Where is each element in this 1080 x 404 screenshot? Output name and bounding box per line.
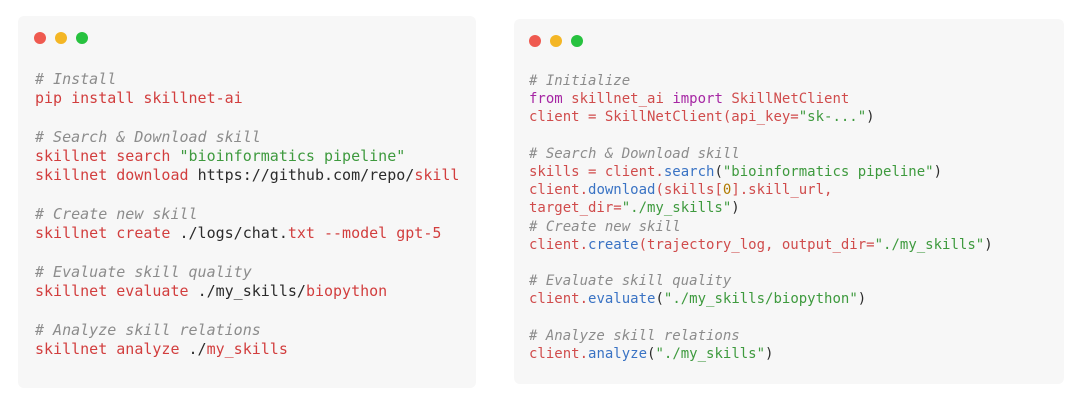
code-token: ( <box>655 291 664 308</box>
code-line: from skillnet_ai import SkillNetClient <box>529 90 993 108</box>
code-token: (trajectory_log, output_dir= <box>638 236 875 253</box>
code-token: skillnet evaluate <box>35 282 198 301</box>
code-token: ) <box>866 109 875 126</box>
code-token: from <box>529 91 572 108</box>
code-line: skillnet create ./logs/chat.txt --model … <box>35 224 459 243</box>
minimize-dot-icon[interactable] <box>55 32 67 44</box>
code-line: skills = client.search("bioinformatics p… <box>529 163 993 181</box>
close-dot-icon[interactable] <box>34 32 46 44</box>
code-token: ) <box>857 291 867 308</box>
code-token: ].skill_url, <box>731 182 833 199</box>
code-token: skills = client. <box>529 164 664 180</box>
code-token: pip install skillnet-ai <box>35 89 243 108</box>
window-controls <box>34 32 88 44</box>
code-line: skillnet search "bioinformatics pipeline… <box>35 147 459 166</box>
code-comment: # Create new skill <box>35 205 198 224</box>
code-line: client.evaluate("./my_skills/biopython") <box>529 290 993 308</box>
code-token: my_skills <box>206 340 288 359</box>
code-token: skillnet analyze <box>35 340 189 359</box>
code-token: "sk-..." <box>798 109 867 126</box>
code-comment: # Search & Download skill <box>35 127 261 146</box>
code-token: 0 <box>722 182 732 199</box>
code-token: biopython <box>305 282 388 301</box>
code-token: txt <box>287 224 315 243</box>
code-token: target_dir= <box>529 200 622 217</box>
code-token: "./my_skills" <box>655 346 766 362</box>
code-token: skillnet_ai <box>571 91 673 108</box>
code-token: SkillNetClient <box>731 91 850 108</box>
code-token: "./my_skills" <box>621 200 732 217</box>
code-token: ) <box>731 200 740 217</box>
code-token: "./my_skills/biopython" <box>663 291 858 308</box>
code-token: ( <box>714 164 723 180</box>
blank-line <box>529 309 993 327</box>
code-token: download <box>588 182 656 199</box>
code-token: ) <box>765 346 774 362</box>
code-token: skillnet download <box>35 166 198 185</box>
maximize-dot-icon[interactable] <box>76 32 88 44</box>
code-token: api_key= <box>731 109 799 126</box>
blank-line <box>529 254 993 272</box>
code-line: skillnet download https://github.com/rep… <box>35 166 459 185</box>
code-token: ./ <box>188 340 207 359</box>
code-token: client. <box>529 291 589 308</box>
code-token: ( <box>647 346 656 362</box>
code-token: skill <box>414 166 460 185</box>
code-token: search <box>663 164 715 180</box>
code-comment: # Search & Download skill <box>529 145 740 162</box>
code-token: ) <box>933 164 943 180</box>
code-line: client = SkillNetClient(api_key="sk-..."… <box>529 108 993 126</box>
blank-line <box>35 109 459 128</box>
code-token: "bioinformatics pipeline" <box>179 147 406 166</box>
code-token: (skills[ <box>655 182 723 199</box>
close-dot-icon[interactable] <box>529 35 541 47</box>
code-token: client. <box>529 346 589 362</box>
code-token: "./my_skills" <box>874 236 985 253</box>
code-token: analyze <box>588 346 648 362</box>
code-comment: # Initialize <box>529 73 631 89</box>
code-comment: # Evaluate skill quality <box>529 273 732 290</box>
code-line: client.download(skills[0].skill_url, <box>529 181 993 199</box>
code-token: skillnet create <box>35 224 180 243</box>
code-token: evaluate <box>588 291 656 308</box>
code-token: ) <box>984 236 993 253</box>
code-token: ./my_skills/ <box>197 282 306 301</box>
code-line: skillnet analyze ./my_skills <box>35 340 459 359</box>
code-comment: # Install <box>35 70 117 88</box>
code-comment: # Analyze skill relations <box>35 320 261 339</box>
blank-line <box>529 127 993 145</box>
code-token: gpt-5 <box>396 224 442 243</box>
code-line: target_dir="./my_skills") <box>529 199 993 217</box>
code-comment: # Analyze skill relations <box>529 327 740 344</box>
minimize-dot-icon[interactable] <box>550 35 562 47</box>
code-token: client. <box>529 236 589 253</box>
blank-line <box>35 244 459 263</box>
code-comment: # Create new skill <box>529 218 681 235</box>
blank-line <box>35 302 459 321</box>
code-token: client = SkillNetClient( <box>529 109 732 126</box>
window-controls <box>529 35 583 47</box>
code-token: "bioinformatics pipeline" <box>722 164 934 180</box>
code-line: client.create(trajectory_log, output_dir… <box>529 236 993 254</box>
code-comment: # Evaluate skill quality <box>35 262 252 281</box>
code-line: pip install skillnet-ai <box>35 89 459 108</box>
maximize-dot-icon[interactable] <box>571 35 583 47</box>
code-token: import <box>672 91 732 108</box>
code-token: client. <box>529 182 589 199</box>
code-token: create <box>588 236 639 253</box>
blank-line <box>35 186 459 205</box>
code-line: client.analyze("./my_skills") <box>529 345 993 363</box>
code-token: --model <box>314 224 397 243</box>
code-token: ./logs/chat. <box>179 224 288 243</box>
code-line: skillnet evaluate ./my_skills/biopython <box>35 282 459 301</box>
code-token: skillnet search <box>35 147 180 166</box>
code-token: https://github.com/repo/ <box>197 166 415 185</box>
